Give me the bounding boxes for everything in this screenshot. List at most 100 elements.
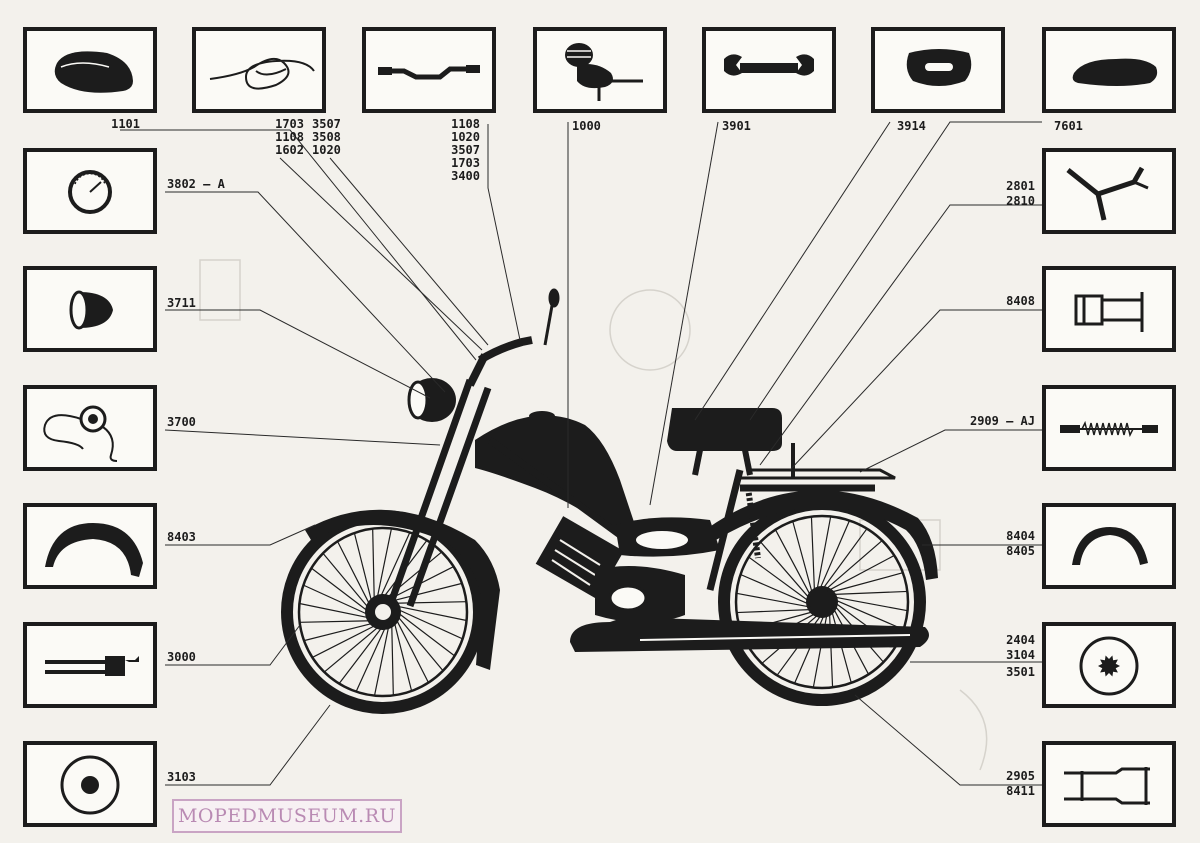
part-box-wiring-harness[interactable] <box>23 385 157 471</box>
wheel-spoke <box>393 601 467 604</box>
wheel-spoke <box>372 528 375 602</box>
code-wiring-1: 3700 <box>167 415 196 429</box>
part-box-front-fork[interactable] <box>23 622 157 708</box>
wheel-spoke <box>303 622 375 642</box>
wiring-harness-icon <box>43 405 118 462</box>
wheel-spoke <box>810 516 816 593</box>
front-fork-icon <box>45 656 139 676</box>
part-box-handlebar[interactable] <box>362 27 496 113</box>
front-wheel-hub-icon <box>60 755 120 815</box>
part-box-engine[interactable] <box>533 27 667 113</box>
watermark: MOPEDMUSEUM.RU <box>172 799 402 833</box>
wrench-icon <box>724 54 814 76</box>
code-handlebar-5: 3400 <box>451 169 480 183</box>
code-rear-fender-1: 8404 <box>1006 529 1035 543</box>
wheel-spoke <box>299 602 371 619</box>
control-cables-icon <box>209 57 315 90</box>
frame-icon <box>1066 166 1149 221</box>
part-box-luggage-carrier[interactable] <box>1042 266 1176 352</box>
wheel-spoke <box>396 608 463 640</box>
wheel-spoke <box>395 605 467 622</box>
code-cables-1: 1703 <box>275 117 304 131</box>
part-box-fuel-tank[interactable] <box>23 27 157 113</box>
part-box-front-wheel-hub[interactable] <box>23 741 157 827</box>
wheel-spoke <box>396 611 455 657</box>
part-box-frame[interactable] <box>1042 148 1176 234</box>
code-stand-2: 8411 <box>1006 784 1035 798</box>
wheel-spoke <box>322 552 370 610</box>
code-speedometer-1: 3802 – A <box>167 177 225 191</box>
code-cables-4: 3507 <box>312 117 341 131</box>
code-handlebar-3: 3507 <box>451 143 480 157</box>
wheel-spoke <box>821 528 868 591</box>
code-headlight-1: 3711 <box>167 296 196 310</box>
engine <box>535 516 685 623</box>
code-cables-5: 3508 <box>312 130 341 144</box>
part-box-rear-fender[interactable] <box>1042 503 1176 589</box>
part-box-rear-wheel-hub[interactable] <box>1042 622 1176 708</box>
part-box-headlight[interactable] <box>23 266 157 352</box>
headlight <box>407 378 456 422</box>
part-box-control-cables[interactable] <box>192 27 326 113</box>
wheel-spoke <box>395 617 430 683</box>
wheel-spoke <box>353 532 373 604</box>
wheel-spoke <box>833 598 904 631</box>
wheel-spoke <box>831 590 908 596</box>
speedometer-icon <box>68 170 112 214</box>
seat-spring-icon <box>1060 420 1158 438</box>
code-carrier-1: 8408 <box>1006 294 1035 308</box>
wheel-spoke <box>303 584 370 616</box>
code-cables-6: 1020 <box>312 143 341 157</box>
part-box-wrench[interactable] <box>702 27 836 113</box>
wheel-spoke <box>824 540 883 591</box>
wheel-spoke <box>829 572 904 594</box>
handlebar <box>466 288 560 387</box>
front-fender-icon <box>45 523 143 577</box>
wheel-spoke <box>740 573 811 606</box>
stand-icon <box>1064 767 1150 805</box>
wheel-spoke <box>393 620 413 692</box>
code-handlebar-1: 1108 <box>451 117 480 131</box>
wheel-spoke <box>826 554 895 592</box>
part-box-speedometer[interactable] <box>23 148 157 234</box>
code-spring-1: 2909 – AJ <box>969 414 1035 428</box>
wheel-spoke <box>748 556 811 603</box>
code-frame-2: 2810 <box>1006 194 1035 208</box>
tool-box-cover-icon <box>906 49 972 86</box>
wheel-spoke <box>312 624 378 659</box>
luggage-carrier-icon <box>1074 292 1144 332</box>
wheel-spoke <box>396 614 444 672</box>
code-tank-1: 1101 <box>111 117 140 131</box>
code-handlebar-2: 1020 <box>451 130 480 144</box>
part-box-stand[interactable] <box>1042 741 1176 827</box>
code-handlebar-4: 1703 <box>451 156 480 170</box>
wheel-spoke <box>816 516 832 592</box>
exhaust <box>570 617 929 652</box>
code-frame-1: 2801 <box>1006 179 1035 193</box>
wheel-spoke <box>311 567 370 613</box>
code-engine-1: 1000 <box>572 119 601 133</box>
wheel-spoke <box>391 582 463 602</box>
part-box-seat[interactable] <box>1042 27 1176 113</box>
code-rear-wheel-3: 3501 <box>1006 665 1035 679</box>
toolbox <box>615 517 720 557</box>
code-wrench-1: 3901 <box>722 119 751 133</box>
headlight-icon <box>69 290 113 330</box>
part-box-seat-spring[interactable] <box>1042 385 1176 471</box>
code-cables-3: 1602 <box>275 143 304 157</box>
wheel-spoke <box>818 520 851 591</box>
code-rear-fender-2: 8405 <box>1006 544 1035 558</box>
part-box-tool-box-cover[interactable] <box>871 27 1005 113</box>
wheel-spoke <box>379 532 411 599</box>
fuel-tank <box>475 415 635 533</box>
handlebar-icon <box>378 65 480 80</box>
part-box-front-fender[interactable] <box>23 503 157 589</box>
wheel-spoke <box>736 592 812 608</box>
wheel-spoke <box>774 529 812 598</box>
wheel-spoke <box>373 624 390 696</box>
code-stand-1: 2905 <box>1006 769 1035 783</box>
rear-fender <box>708 490 938 580</box>
seat-icon <box>1072 58 1158 86</box>
